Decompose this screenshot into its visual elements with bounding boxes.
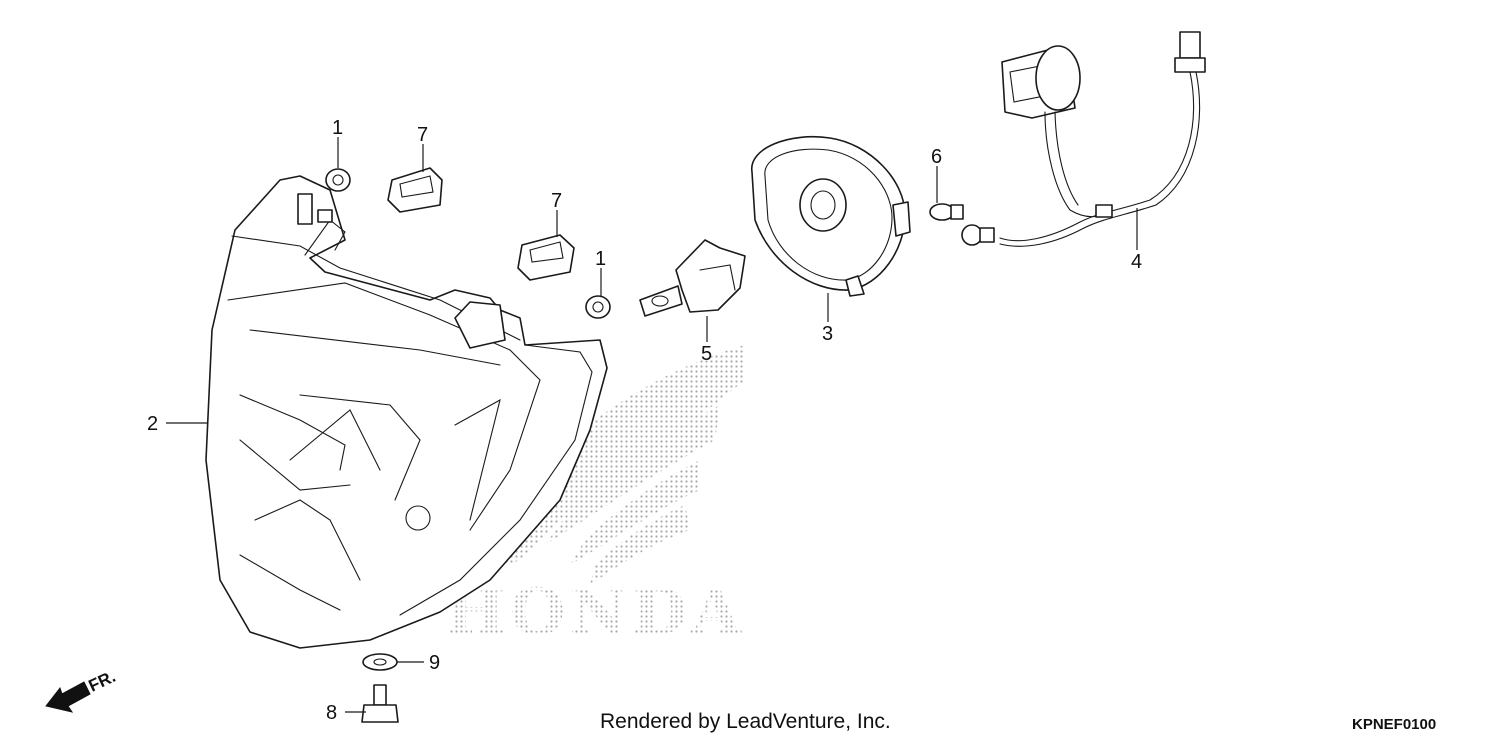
callout-5: 5: [701, 343, 712, 365]
callout-9: 9: [429, 652, 440, 674]
diagram-code: KPNEF0100: [1352, 716, 1437, 733]
callout-8: 8: [326, 702, 337, 724]
callout-4: 4: [1131, 251, 1142, 273]
callout-1-upper: 1: [332, 117, 343, 139]
callout-7-upper: 7: [417, 124, 428, 146]
callout-2: 2: [147, 413, 158, 435]
headlight-bulb: [639, 239, 746, 317]
callout-3: 3: [822, 323, 833, 345]
callout-6: 6: [931, 146, 942, 168]
grommet-upper: [325, 168, 351, 192]
toothed-washer: [362, 653, 398, 671]
headlight-assembly: [205, 175, 608, 649]
grommet-lower: [585, 295, 611, 319]
dust-cover: [751, 136, 911, 297]
front-arrow-icon: [45, 681, 91, 713]
socket-harness: [961, 31, 1206, 247]
bolt: [361, 684, 399, 723]
front-direction-indicator: FR.: [45, 667, 119, 713]
honda-watermark-text: HONDA: [445, 575, 745, 650]
front-label: FR.: [86, 667, 119, 696]
clip-upper: [387, 167, 443, 213]
leader-lines: [166, 137, 1138, 713]
callouts: 1 7 7 1 5 3 6 4 2 9 8: [147, 117, 1142, 724]
clip-lower: [517, 234, 575, 281]
position-bulb: [929, 203, 964, 221]
callout-7-lower: 7: [551, 190, 562, 212]
footer-credit: Rendered by LeadVenture, Inc.: [600, 710, 891, 733]
callout-1-lower: 1: [595, 248, 606, 270]
